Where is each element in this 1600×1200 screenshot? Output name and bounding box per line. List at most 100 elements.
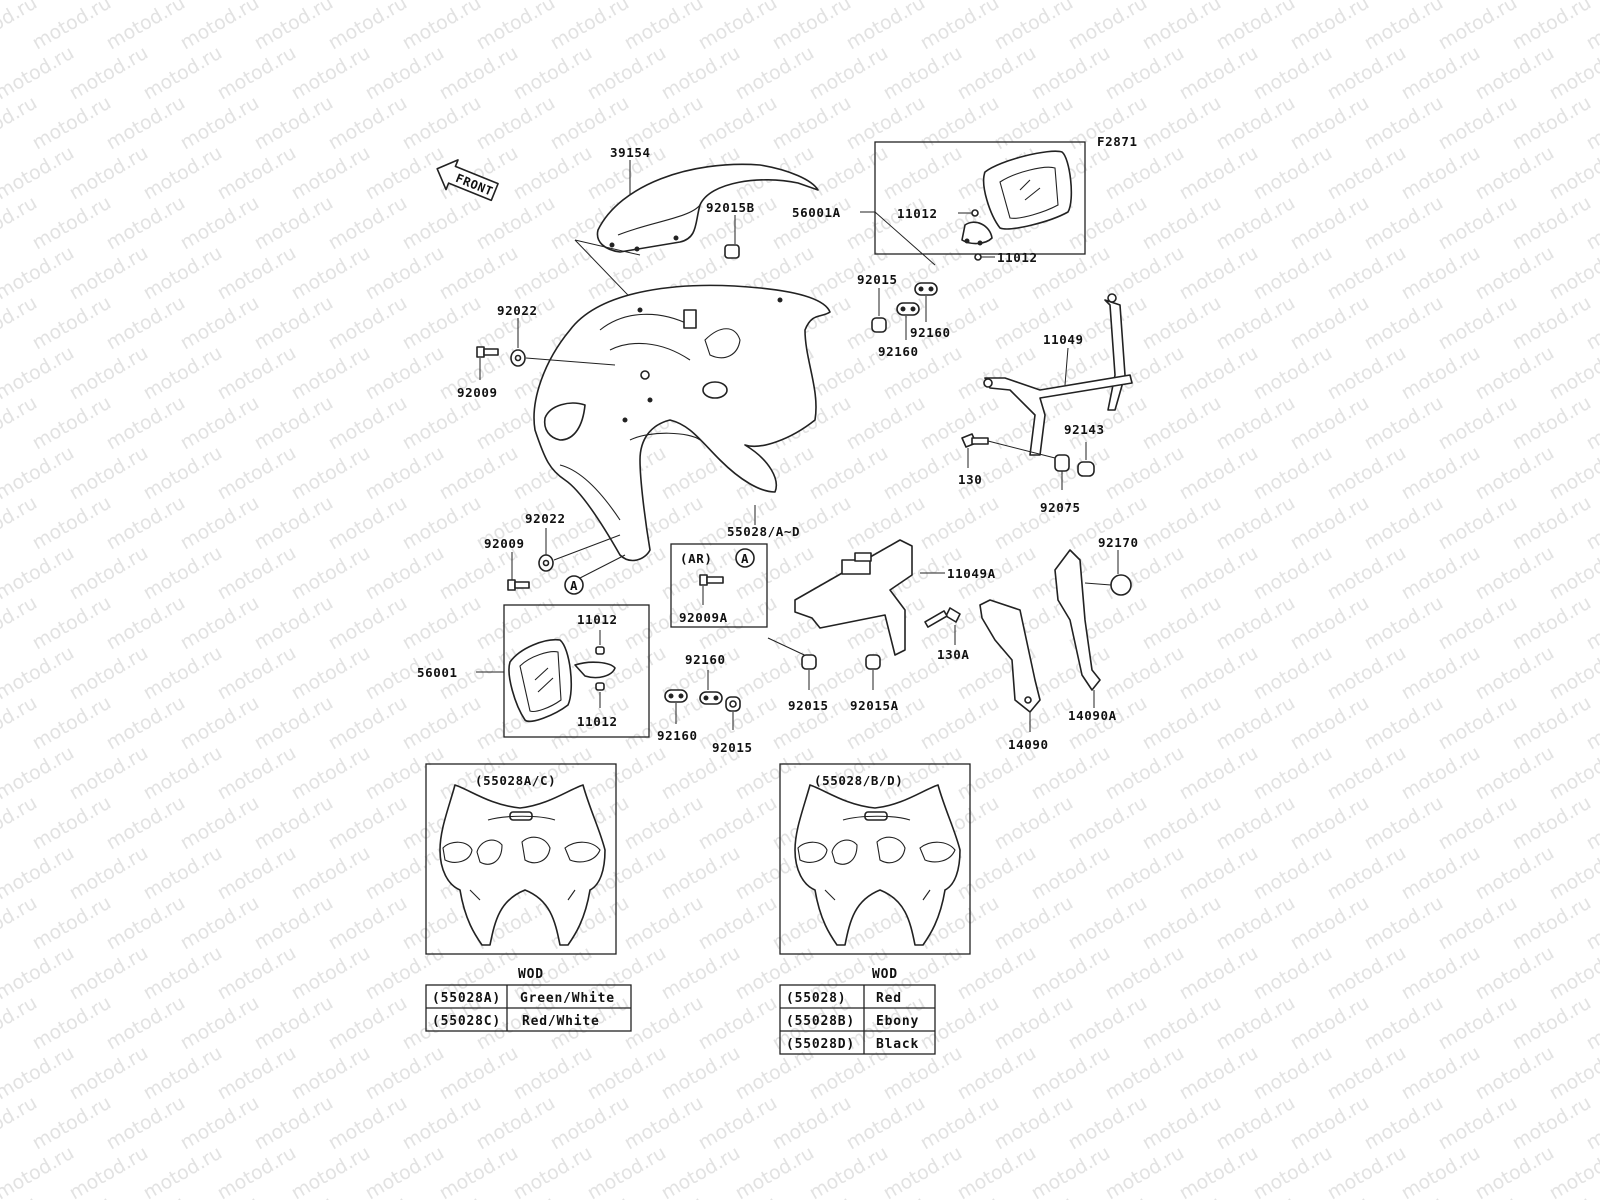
cover-a-drawing: [1054, 549, 1101, 691]
watermark-text: motod.ru: [103, 1092, 189, 1155]
watermark-text: motod.ru: [1509, 0, 1595, 54]
watermark-text: motod.ru: [1435, 192, 1521, 255]
watermark-text: motod.ru: [1028, 42, 1114, 105]
watermark-text: motod.ru: [1028, 842, 1114, 905]
watermark-text: motod.ru: [140, 442, 226, 505]
watermark-text: motod.ru: [806, 442, 892, 505]
watermark-text: motod.ru: [1472, 942, 1558, 1005]
watermark-text: motod.ru: [362, 142, 448, 205]
variant-left-caption: (55028A/C): [475, 773, 556, 788]
watermark-text: motod.ru: [658, 42, 744, 105]
label-mirror-left-pin-bottom: 11012: [577, 714, 618, 729]
watermark-text: motod.ru: [1287, 1092, 1373, 1155]
collar-drawing: [1054, 454, 1070, 472]
watermark-text: motod.ru: [695, 0, 781, 54]
watermark-text: motod.ru: [103, 192, 189, 255]
washer-lower-drawing: [538, 554, 554, 572]
watermark-text: motod.ru: [140, 42, 226, 105]
watermark-text: motod.ru: [29, 1092, 115, 1155]
watermark-text: motod.ru: [473, 1092, 559, 1155]
watermark-text: motod.ru: [806, 642, 892, 705]
watermark-text: motod.ru: [251, 292, 337, 355]
watermark-text: motod.ru: [1435, 792, 1521, 855]
watermark-text: motod.ru: [1213, 192, 1299, 255]
watermark-text: motod.ru: [1176, 1142, 1262, 1200]
watermark-text: motod.ru: [288, 342, 374, 405]
mirror-left-pin-bottom-drawing: [595, 682, 605, 691]
watermark-text: motod.ru: [1509, 292, 1595, 355]
watermark-text: motod.ru: [1213, 992, 1299, 1055]
watermark-text: motod.ru: [1250, 242, 1336, 305]
watermark-text: motod.ru: [1398, 942, 1484, 1005]
watermark-text: motod.ru: [1213, 692, 1299, 755]
watermark-text: motod.ru: [29, 692, 115, 755]
watermark-text: motod.ru: [288, 742, 374, 805]
watermark-text: motod.ru: [1287, 992, 1373, 1055]
watermark-text: motod.ru: [29, 292, 115, 355]
watermark-text: motod.ru: [29, 492, 115, 555]
watermark-text: motod.ru: [399, 1092, 485, 1155]
watermark-text: motod.ru: [1398, 642, 1484, 705]
watermark-text: motod.ru: [1250, 942, 1336, 1005]
watermark-text: motod.ru: [510, 542, 596, 605]
watermark-text: motod.ru: [1509, 492, 1595, 555]
watermark-text: motod.ru: [806, 1142, 892, 1200]
watermark-text: motod.ru: [1361, 0, 1447, 54]
watermark-text: motod.ru: [1176, 142, 1262, 205]
watermark-text: motod.ru: [325, 92, 411, 155]
watermark-text: motod.ru: [362, 842, 448, 905]
watermark-text: motod.ru: [1472, 42, 1558, 105]
label-collar: 92075: [1040, 500, 1081, 515]
watermark-text: motod.ru: [843, 92, 929, 155]
watermark-text: motod.ru: [288, 1042, 374, 1105]
watermark-text: motod.ru: [1139, 92, 1225, 155]
screw-upper-drawing: [476, 346, 499, 358]
watermark-text: motod.ru: [991, 92, 1077, 155]
watermark-text: motod.ru: [29, 192, 115, 255]
watermark-text: motod.ru: [288, 242, 374, 305]
watermark-text: motod.ru: [1435, 1092, 1521, 1155]
variant-left-box: [425, 763, 617, 955]
watermark-text: motod.ru: [510, 242, 596, 305]
watermark-text: motod.ru: [1287, 792, 1373, 855]
watermark-text: motod.ru: [732, 42, 818, 105]
watermark-text: motod.ru: [1435, 592, 1521, 655]
watermark-text: motod.ru: [251, 492, 337, 555]
watermark-text: motod.ru: [177, 592, 263, 655]
label-mirror-right-pin-top: 11012: [897, 206, 938, 221]
watermark-text: motod.ru: [288, 442, 374, 505]
watermark-text: motod.ru: [66, 42, 152, 105]
watermark-text: motod.ru: [954, 1142, 1040, 1200]
watermark-text: motod.ru: [1102, 1042, 1188, 1105]
variant-right-color-3: Black: [876, 1037, 919, 1052]
watermark-text: motod.ru: [1509, 892, 1595, 955]
watermark-text: motod.ru: [103, 892, 189, 955]
watermark-text: motod.ru: [362, 1142, 448, 1200]
variant-left-code-1: (55028A): [432, 991, 501, 1006]
label-damper-upper-b: 92160: [878, 344, 919, 359]
watermark-text: motod.ru: [1102, 42, 1188, 105]
watermark-text: motod.ru: [769, 92, 855, 155]
watermark-text: motod.ru: [658, 942, 744, 1005]
variant-right-title: WOD: [872, 967, 898, 982]
watermark-text: motod.ru: [362, 42, 448, 105]
watermark-text: motod.ru: [732, 642, 818, 705]
label-cowling: 55028/A~D: [727, 524, 800, 539]
watermark-text: motod.ru: [177, 292, 263, 355]
variant-left-code-2: (55028C): [432, 1014, 501, 1029]
watermark-text: motod.ru: [66, 542, 152, 605]
watermark-text: motod.ru: [991, 0, 1077, 54]
watermark-text: motod.ru: [66, 342, 152, 405]
label-nut-small: 92015: [712, 740, 753, 755]
watermark-text: motod.ru: [1435, 0, 1521, 54]
watermark-text: motod.ru: [917, 1092, 1003, 1155]
watermark-text: motod.ru: [1139, 392, 1225, 455]
watermark-text: motod.ru: [1361, 892, 1447, 955]
watermark-text: motod.ru: [214, 242, 300, 305]
watermark-text: motod.ru: [362, 542, 448, 605]
bolt-130a-drawing: [924, 607, 961, 628]
watermark-text: motod.ru: [325, 0, 411, 54]
watermark-text: motod.ru: [769, 192, 855, 255]
label-screw-lower: 92009: [484, 536, 525, 551]
variant-left-title: WOD: [518, 967, 544, 982]
